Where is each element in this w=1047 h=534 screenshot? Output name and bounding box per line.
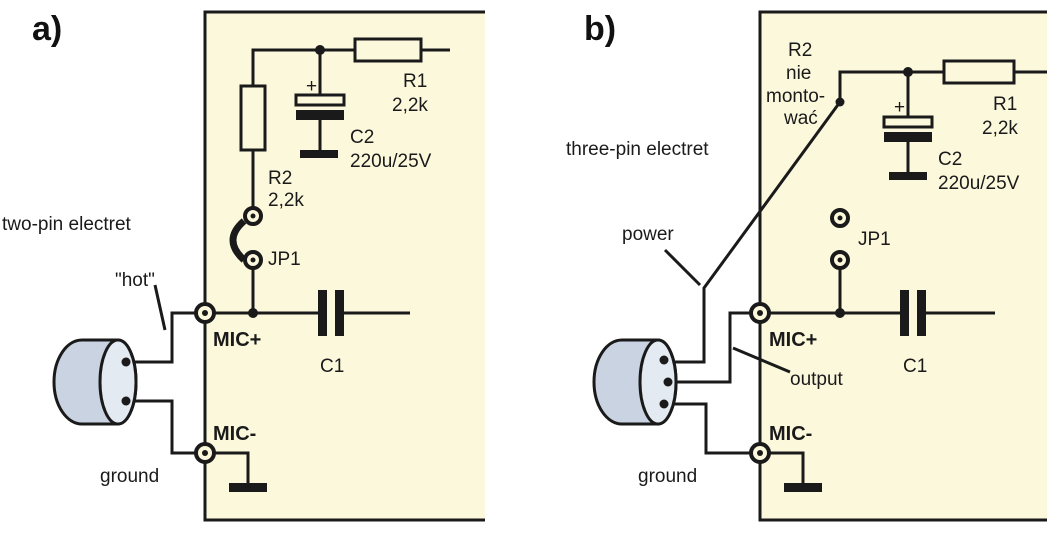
panel-b-r2-note-line1: nie (786, 63, 811, 84)
panel-b-output-leader (732, 346, 791, 374)
panel-a-c2-plus: + (306, 76, 317, 97)
panel-b-ground-label: ground (638, 466, 697, 487)
panel-b-mic-capsule (592, 338, 678, 426)
panel-b-c2-name: C2 (938, 149, 962, 170)
panel-b-board (758, 10, 1047, 522)
panel-a-micminus-label: MIC- (213, 423, 256, 445)
panel-b-r2-note-line2: monto- (766, 86, 825, 107)
panel-b-junction-micplus (835, 308, 845, 318)
panel-a-ground-mic-wire (126, 399, 196, 455)
panel-b-c2-value: 220u/25V (938, 173, 1020, 194)
panel-b-c2-plate-positive (882, 115, 934, 129)
panel-b: b) + C2 220u/25V R1 2,2k R2 nie monto- w… (566, 10, 1047, 522)
panel-b-r1-name: R1 (993, 94, 1017, 115)
panel-a-r2-value: 2,2k (268, 190, 304, 211)
panel-a-board (203, 10, 485, 522)
panel-b-c1-label: C1 (903, 356, 927, 377)
panel-b-c1-plate-right (917, 290, 926, 336)
panel-a-hot-leader (153, 284, 167, 331)
panel-a-ground-symbol (229, 483, 267, 492)
panel-b-ground-symbol (784, 483, 822, 492)
panel-a-ground-label: ground (100, 466, 159, 487)
panel-b-output-label: output (790, 369, 844, 390)
panel-b-power-leader (663, 248, 702, 287)
panel-a-mic-capsule (52, 338, 138, 426)
panel-b-power-wire (668, 101, 842, 364)
panel-b-c1-plate-left (900, 290, 909, 336)
panel-a-jp1-pin-bottom-dot (250, 257, 256, 263)
panel-b-power-label: power (622, 224, 674, 245)
panel-b-c2-plus: + (894, 97, 905, 118)
panel-a-micminus-terminal-dot (202, 450, 208, 456)
panel-b-jp1-pin-top-dot (837, 215, 843, 221)
panel-a-c1-plate-left (318, 290, 327, 336)
panel-b-r1-resistor (942, 59, 1016, 85)
panel-b-micplus-label: MIC+ (769, 329, 817, 351)
panel-a-c2-plate-positive (294, 93, 346, 107)
panel-a-mic-type: two-pin electret (2, 214, 132, 235)
panel-a-junction-micplus (248, 308, 258, 318)
panel-a-micplus-label: MIC+ (213, 329, 261, 351)
panel-a-r1-value: 2,2k (392, 95, 428, 116)
panel-b-output-wire (668, 311, 751, 384)
panel-a-micplus-terminal-dot (202, 310, 208, 316)
panel-b-micminus-label: MIC- (769, 423, 812, 445)
panel-b-label: b) (584, 10, 616, 48)
panel-b-ground-mic-wire (668, 402, 751, 455)
panel-b-r2-name: R2 (788, 40, 812, 61)
panel-b-r1-value: 2,2k (982, 118, 1018, 139)
panel-a-c2-ground (300, 150, 338, 158)
panel-a-jp1-jumper (229, 218, 247, 263)
panel-b-c2-ground (889, 172, 927, 180)
panel-a-hot-label: "hot" (115, 270, 155, 291)
panel-a-c1-plate-right (335, 290, 344, 336)
panel-a-r2-name: R2 (268, 168, 292, 189)
panel-a-c2-value: 220u/25V (350, 151, 432, 172)
panel-b-r2-note-line3: wać (783, 108, 818, 129)
panel-a-c1-label: C1 (320, 356, 344, 377)
panel-b-jp1-pin-bottom-dot (837, 257, 843, 263)
panel-a-c2-name: C2 (350, 127, 374, 148)
panel-b-jp1-label: JP1 (858, 229, 891, 250)
panel-b-mic-type: three-pin electret (566, 139, 709, 160)
panel-b-micplus-terminal-dot (757, 310, 763, 316)
panel-b-micminus-terminal-dot (757, 450, 763, 456)
panel-a-jp1-label: JP1 (268, 249, 301, 270)
panel-a-ground-wire (214, 451, 250, 485)
panel-a-r1-name: R1 (403, 71, 427, 92)
panel-a-r2-resistor (239, 84, 267, 152)
panel-a-label: a) (32, 10, 62, 48)
panel-a-jp1-pin-top-dot (250, 213, 256, 219)
panel-a-r1-resistor (353, 37, 423, 63)
panel-b-ground-wire (769, 451, 805, 485)
panel-a-hot-wire (126, 311, 196, 364)
panel-a: a) + C2 220u/25V R1 2,2k R2 2,2k JP1 (2, 10, 485, 522)
panel-b-c2-plate-negative (884, 132, 932, 142)
panel-a-c2-plate-negative (296, 110, 344, 120)
